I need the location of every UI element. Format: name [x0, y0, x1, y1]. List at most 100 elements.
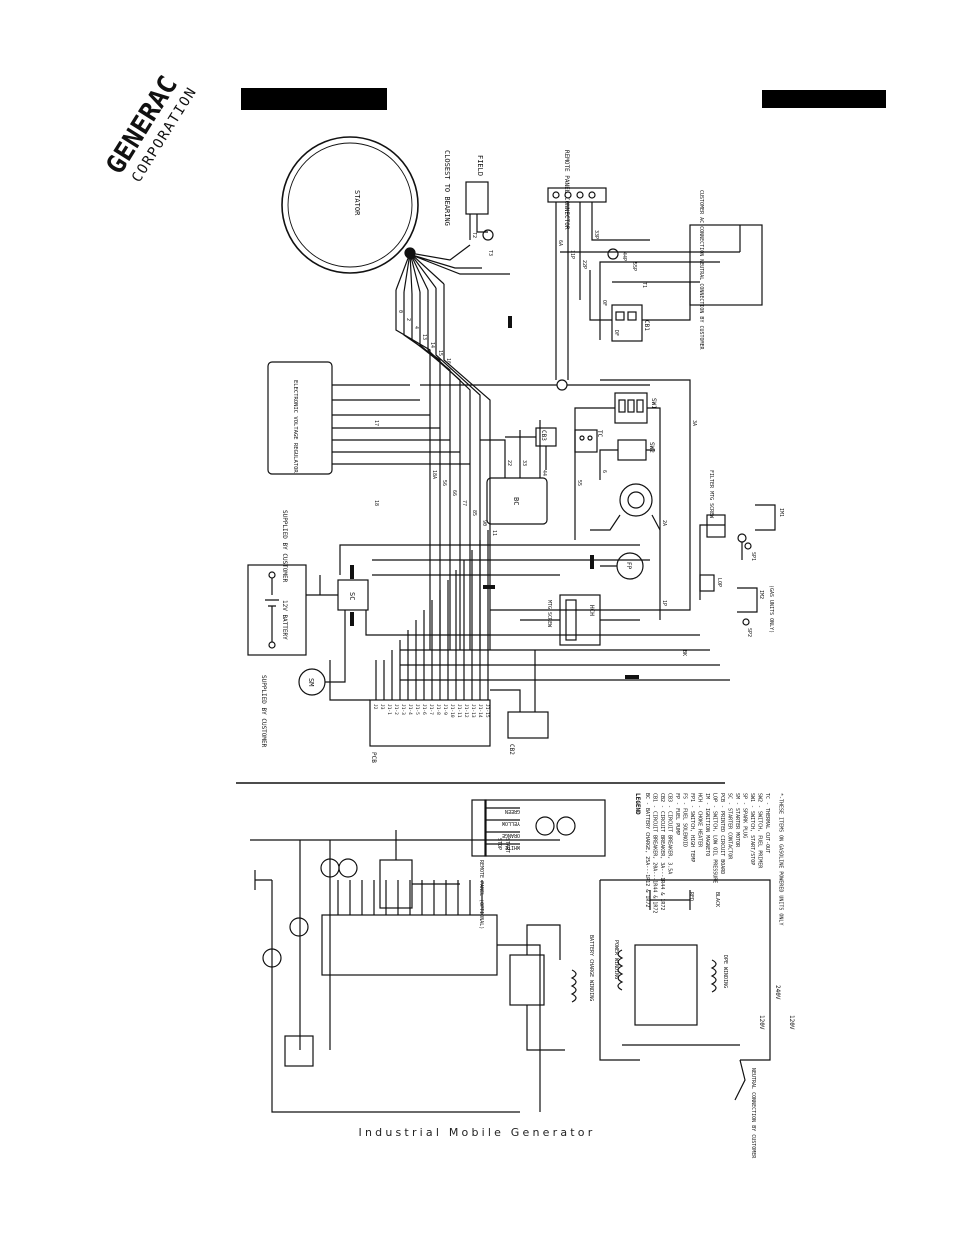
label-sm: SM [307, 678, 315, 686]
legend-title: LEGEND [634, 793, 641, 815]
tc [574, 429, 598, 453]
wire-number: 4 [413, 326, 419, 329]
label-im1: IM1 [778, 508, 784, 517]
label-v120a: 120V [758, 1015, 765, 1030]
label-neutral-bottom: NEUTRAL CONNECTION BY CUSTOMER [750, 1068, 756, 1159]
wire-number: 44P [621, 252, 627, 261]
pcb-pin: J1-10 [449, 704, 455, 718]
label-customer-ac: CUSTOMER AC CONNECTION NEUTRAL CONNECTIO… [698, 190, 704, 351]
legend-entry: BC - BATTERY CHARGE, 25A---1R12 & 1R72 [644, 793, 650, 907]
field [465, 181, 489, 215]
wire-number: 85 [471, 510, 477, 516]
label-mtg: MTG SCREW [546, 600, 552, 628]
label-closest-bearing: CLOSEST TO BEARING [443, 150, 451, 226]
wire-number: 1P [661, 600, 667, 606]
wire-number: OF [601, 300, 607, 306]
legend-entry: CB2 - CIRCUIT BREAKER, 3A---1R44 & 1R72 [659, 793, 665, 910]
legend-entry: FS - FUEL SOLENOID [682, 793, 688, 847]
wire-number: 16 [445, 358, 451, 364]
label-power-winding: POWER WINDING [613, 940, 619, 979]
wire-number: T2 [471, 232, 477, 238]
legend-entry: SP - SPARK PLUG [742, 793, 748, 838]
label-orange: ORANGE [502, 832, 520, 838]
label-bc: BC [512, 497, 520, 505]
wire-number: 6A [557, 240, 563, 246]
pcb-pin: J3 [379, 704, 385, 710]
section-bar-left [241, 88, 387, 110]
wire-number: T3 [487, 250, 493, 256]
pcb-pins [375, 530, 489, 700]
legend-entry: CB1 - CIRCUIT BREAKER, 20A---1R44 & 1R72 [652, 793, 658, 913]
label-sp2: SP2 [746, 628, 752, 637]
pcb-bottom [321, 914, 498, 976]
label-stop: STOP [496, 838, 502, 850]
sp1 [744, 542, 752, 550]
label-sp1: SP1 [750, 552, 756, 561]
pcb-pin: J1-9 [442, 704, 448, 715]
pcb-pin: J1-1 [386, 704, 392, 715]
pcb-pin: J1-3 [400, 704, 406, 715]
sw2-bottom [284, 1035, 314, 1067]
pcb-pin: J1-2 [393, 704, 399, 715]
pcb-pin: J1-4 [407, 704, 413, 715]
label-hch: HCH [588, 605, 595, 616]
voltage-regulator-bottom [634, 944, 698, 1026]
label-im2: IM2 [758, 590, 764, 599]
wire-number: 15 [437, 350, 443, 356]
pcb-pin: J1-8 [435, 704, 441, 715]
label-sw1: SW1 [650, 398, 657, 409]
label-cb1: CB1 [643, 320, 650, 331]
wire-number: 11 [491, 530, 497, 536]
pcb [369, 699, 491, 747]
remote-panel-connector [547, 187, 607, 203]
pcb-pin: J1-5 [414, 704, 420, 715]
legend-entry: HCH - CHOKE HEATER [697, 793, 703, 848]
legend-note: *-THESE ITEMS ON GASOLINE POWERED UNITS … [778, 793, 784, 925]
wire-number: 14 [429, 342, 435, 348]
label-remote-optional: REMOTE PANEL (OPTIONAL) [478, 860, 484, 929]
wire-number: 18 [373, 500, 379, 506]
pcb-pin: J1-14 [477, 704, 483, 718]
wire-number: 22 [506, 460, 512, 466]
sw1 [614, 392, 648, 424]
wire-number: 44 [541, 470, 547, 476]
legend-entry: TC - THERMAL CUT-OUT [764, 793, 770, 853]
footer-caption: Industrial Mobile Generator [358, 1126, 596, 1139]
label-remote-panel: REMOTE PANEL CONNECTOR [563, 150, 570, 230]
label-cb2: CB2 [508, 744, 515, 755]
wire-number: BK [681, 650, 687, 656]
lop [699, 574, 715, 592]
voltage-regulator [267, 361, 333, 475]
bc-top [486, 477, 548, 525]
section-bar-right [762, 90, 886, 108]
legend-entry: SC - STARTER CONTACTOR [727, 793, 733, 860]
f1 [619, 483, 653, 517]
label-field: FIELD [476, 155, 484, 176]
cb1 [611, 304, 643, 342]
label-sc: SC [348, 592, 356, 600]
wire-number: 18A [431, 470, 437, 479]
wire-number: 56 [441, 480, 447, 486]
label-v120b: 120V [788, 1015, 795, 1030]
label-stator: STATOR [353, 190, 361, 216]
label-battery: 12V BATTERY [281, 600, 288, 640]
legend-entry: FP - FUEL PUMP [674, 793, 680, 835]
label-battery-charge: BATTERY CHARGE WINDING [588, 935, 594, 1001]
wire-number: 22P [581, 260, 587, 269]
battery [247, 564, 307, 656]
legend-entry: SM - STARTER MOTOR [734, 793, 740, 848]
label-tc: TC [596, 430, 603, 438]
label-fp: FP [625, 562, 632, 570]
customer-ac-box [689, 224, 763, 306]
stator [281, 136, 419, 274]
label-black: BLACK [714, 892, 720, 907]
wire-number: 66 [451, 490, 457, 496]
legend-entry: LOP - SWITCH, LOW OIL PRESSURE [712, 793, 718, 883]
wire-number: 55P [631, 262, 637, 271]
wire-number: 33 [521, 460, 527, 466]
legend-entry: SW1 - SWITCH, START/STOP [749, 793, 755, 865]
wire-number: 17 [373, 420, 379, 426]
